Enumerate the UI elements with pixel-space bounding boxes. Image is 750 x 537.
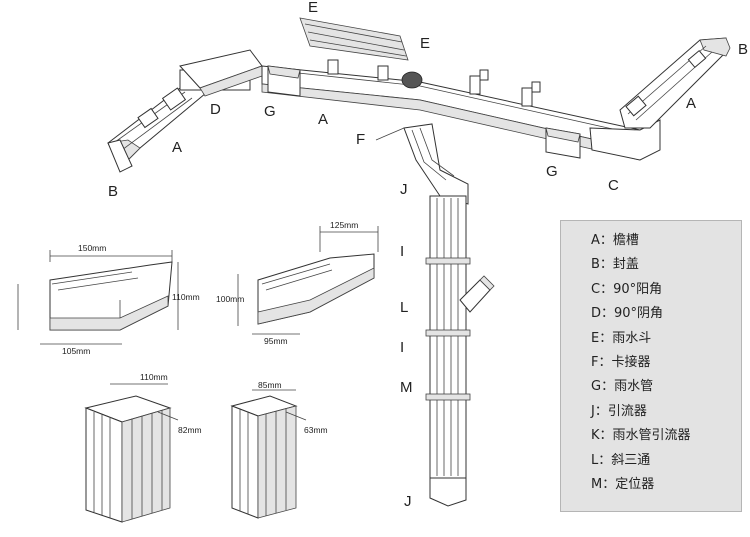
- label-b-right: B: [738, 41, 748, 58]
- label-j-top: J: [400, 181, 408, 198]
- label-i-top: I: [400, 243, 404, 260]
- label-i-middle: I: [400, 339, 404, 356]
- connectors-g: [267, 65, 581, 159]
- dim-small-bottom: 95mm: [264, 336, 288, 346]
- label-a-left: A: [172, 139, 182, 156]
- dim-pipe-small-depth: 63mm: [304, 425, 328, 435]
- label-e-hopper: E: [420, 35, 430, 52]
- dim-pipe-large-width: 110mm: [140, 372, 168, 382]
- label-j-bottom: J: [404, 493, 412, 510]
- dim-large-bottom: 105mm: [62, 346, 90, 356]
- legend-item-d: D：90°阴角: [591, 306, 664, 322]
- outer-corner-c: [589, 119, 661, 161]
- label-g-left: G: [264, 103, 276, 120]
- legend-item-m: M：定位器: [591, 476, 655, 492]
- legend-box: A：檐槽 B：封盖 C：90°阳角 D：90°阴角 E：雨水斗 F：卡接器 G：…: [560, 220, 742, 512]
- legend-item-c: C：90°阳角: [591, 281, 663, 297]
- legend-item-g: G：雨水管: [591, 379, 654, 395]
- legend-item-l: L：斜三通: [591, 452, 651, 468]
- end-cap-left-b: [107, 139, 133, 173]
- gutter-profile-large: [17, 250, 179, 345]
- dim-small-top: 125mm: [330, 220, 358, 230]
- legend-item-e: E：雨水斗: [591, 330, 652, 346]
- label-a-center: A: [318, 111, 328, 128]
- label-b-left: B: [108, 183, 118, 200]
- legend-item-k: K：雨水管引流器: [591, 428, 691, 444]
- label-l: L: [400, 299, 408, 316]
- legend-item-j: J：引流器: [591, 403, 647, 419]
- dim-large-height: 110mm: [172, 292, 200, 302]
- dim-large-top: 150mm: [78, 243, 106, 253]
- legend-item-f: F：卡接器: [591, 354, 651, 370]
- label-m: M: [400, 379, 413, 396]
- dim-small-height: 100mm: [216, 294, 244, 304]
- pipe-section-small: [230, 389, 307, 519]
- dim-pipe-small-width: 85mm: [258, 380, 282, 390]
- right-gutter-arm: [619, 37, 731, 129]
- label-d: D: [210, 101, 221, 118]
- downpipe: [403, 123, 495, 507]
- gutter-profile-small: [237, 226, 379, 335]
- dim-pipe-large-depth: 82mm: [178, 425, 202, 435]
- legend-item-a: A：檐槽: [591, 233, 639, 248]
- inner-corner-d: [179, 49, 263, 97]
- pipe-section-large: [84, 383, 179, 523]
- label-f: F: [356, 131, 365, 148]
- label-c: C: [608, 177, 619, 194]
- main-gutter: [261, 17, 641, 161]
- legend-item-b: B：封盖: [591, 257, 639, 273]
- label-a-right: A: [686, 95, 696, 112]
- f-leader-line: [375, 127, 405, 141]
- label-e-top: E: [308, 0, 318, 16]
- label-g-right: G: [546, 163, 558, 180]
